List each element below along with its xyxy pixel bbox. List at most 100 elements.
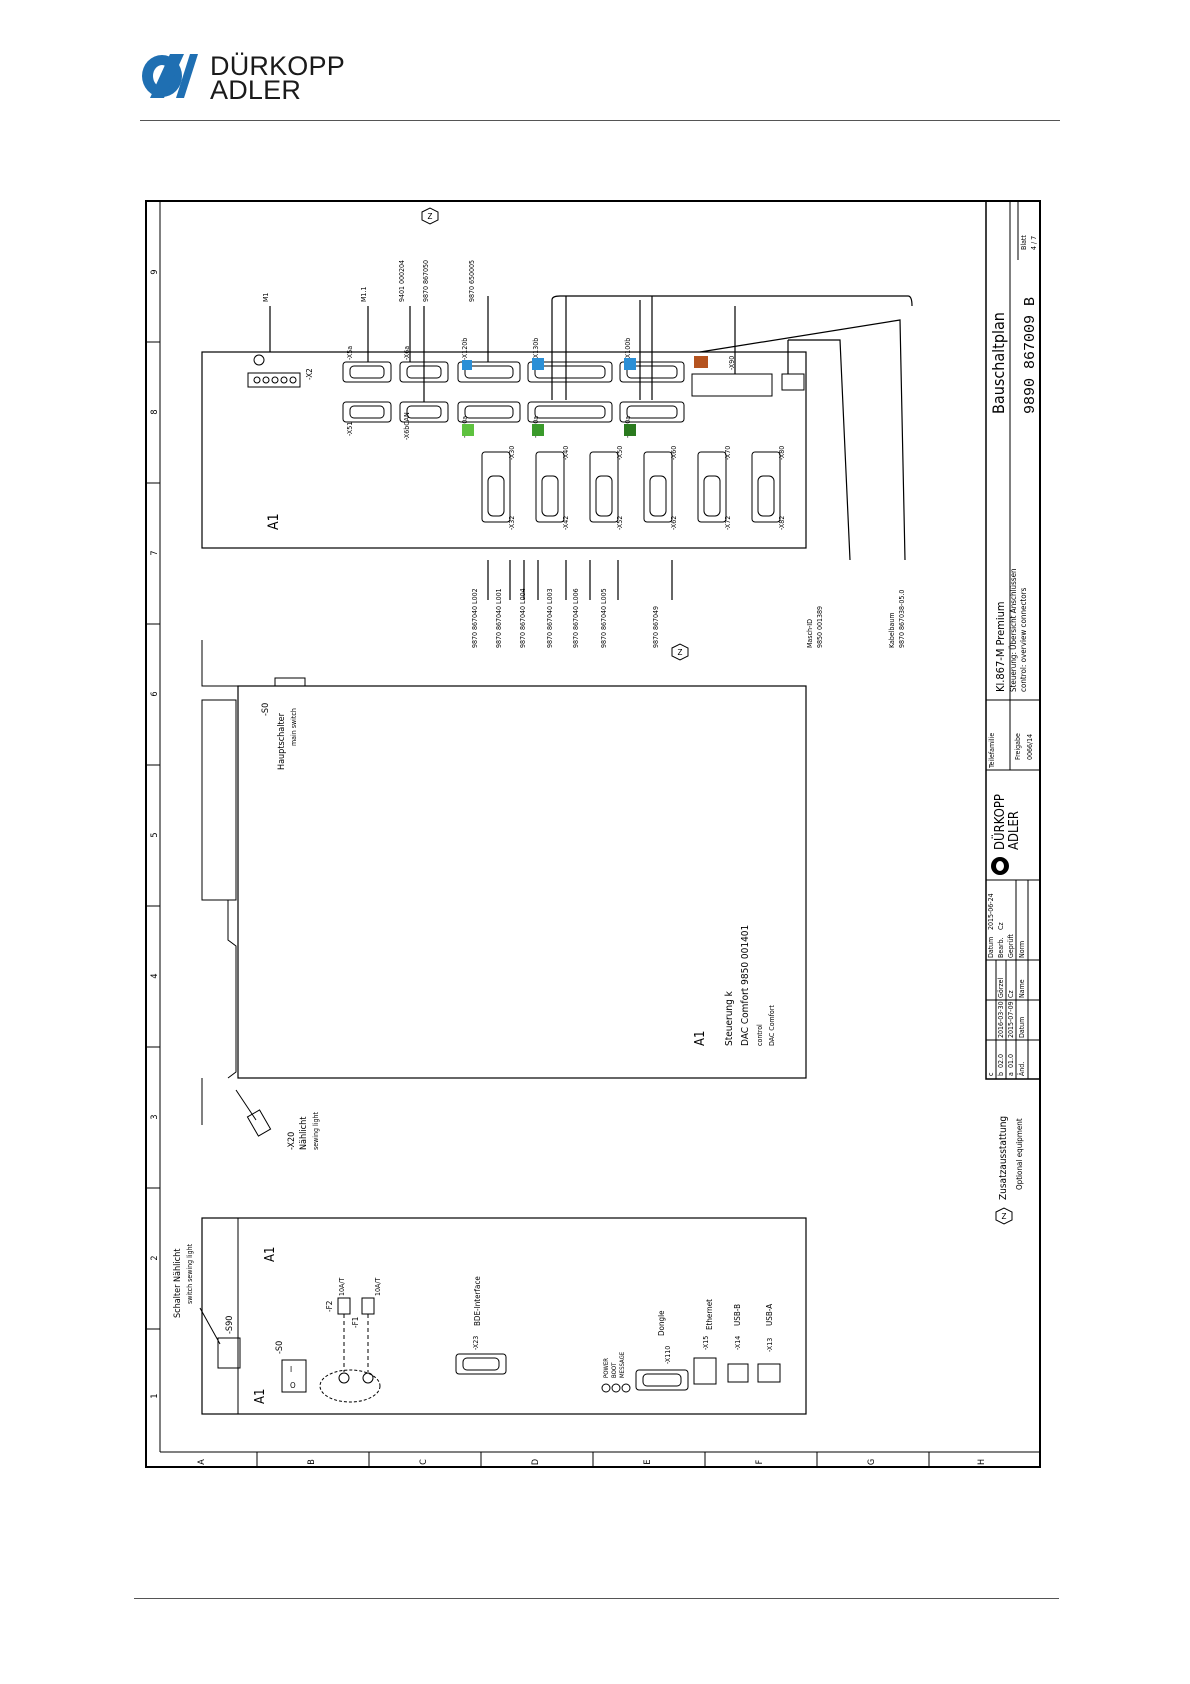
x23-ref: -X23 [472, 1336, 480, 1350]
tb-doc-type: Bauschaltplan [989, 312, 1008, 414]
duerkopp-adler-logo-icon [142, 54, 198, 98]
connector-x62: -X62 [670, 516, 678, 530]
x20-plug-icon [246, 1109, 272, 1137]
optional-mark-top: Z [421, 207, 439, 225]
connector-x70: -X70 [724, 446, 732, 460]
connector-x50: -X50 [616, 446, 624, 460]
connector-x6bcan: -X6bCAN [403, 412, 411, 440]
tb-blatt-no: 4 / 7 [1030, 236, 1038, 250]
row-label-g: G [867, 1459, 877, 1465]
connector-x60: -X60 [670, 446, 678, 460]
tb-freigabe: Freigabe [1014, 733, 1022, 760]
status-square-green [624, 424, 636, 436]
usb-a: USB-A [765, 1304, 774, 1326]
x20-ref: -X20 [287, 1132, 297, 1150]
control-title: Steuerung k [724, 990, 735, 1046]
control-en-2: DAC Comfort [768, 1005, 776, 1046]
page-header: DÜRKOPP ADLER [0, 0, 1190, 125]
connector-x30: -X30 [508, 446, 516, 460]
tb-subtitle-de: Steuerung: Übersicht Anschlüssen [1008, 568, 1018, 692]
board-a1-label: A1 [266, 513, 282, 530]
tb-brand-1: DÜRKOPP [991, 794, 1008, 850]
brand-name: DÜRKOPP ADLER [210, 53, 345, 104]
usb-a-port-icon [757, 1363, 781, 1383]
footer-rule [134, 1598, 1059, 1599]
x110-ref: -X110 [664, 1346, 672, 1364]
connector-x6a: -X6a [403, 346, 411, 360]
x13-ref: -X13 [766, 1338, 774, 1352]
tb-rev-a-name: Cz [1007, 990, 1015, 998]
top-cable-leads [269, 295, 913, 561]
power-a1-inner: A1 [263, 1247, 278, 1262]
ethernet: Ethernet [705, 1299, 714, 1330]
led-boot-icon [611, 1383, 621, 1393]
optional-equipment-legend: Z Zusatzausstattung Optional equipment [995, 1116, 1024, 1225]
led-message-icon [621, 1383, 631, 1393]
title-block [985, 200, 1041, 1080]
tb-val-bearb: Cz [997, 922, 1005, 930]
status-square-green [462, 424, 474, 436]
legend-en: Optional equipment [1015, 1118, 1024, 1190]
cable-l003: 9870 867040 L003 [546, 588, 554, 648]
x20-en: sewing light [312, 1111, 320, 1150]
kabelbaum-label: Kabelbaum [888, 613, 896, 648]
connector-x32: -X32 [508, 516, 516, 530]
connector-x90: -X90 [728, 356, 736, 370]
col-label-3: 3 [150, 1114, 160, 1119]
control-product: DAC Comfort 9850 001401 [740, 925, 751, 1046]
x20-de: Nählicht [299, 1117, 309, 1150]
tb-lbl-datum: Datum [987, 937, 995, 958]
dongle: Dongle [657, 1310, 666, 1336]
cable-m1: M1 [262, 293, 270, 302]
col-label-8: 8 [150, 409, 160, 414]
masch-id-label: Masch-ID [806, 619, 814, 648]
legend-mark: Z [1002, 1212, 1007, 1221]
status-square-green [532, 424, 544, 436]
tb-val-datum: 2015-06-24 [987, 893, 995, 930]
tb-subtitle-en: control: overview connectors [1019, 587, 1028, 692]
tb-hdr-datum: Datum [1018, 1017, 1026, 1038]
status-square-blue [624, 358, 636, 370]
s0-ref: -S0 [275, 1341, 285, 1354]
row-label-e: E [643, 1459, 653, 1464]
cable-l002: 9870 867040 L002 [471, 588, 479, 648]
col-label-6: 6 [150, 691, 160, 696]
fuse-f1: -F1 [351, 1317, 360, 1328]
s90-ref: -S90 [225, 1316, 235, 1334]
row-label-d: D [531, 1459, 541, 1465]
switch-s90-icon [217, 1337, 241, 1369]
connector-x130b: -X130b [532, 338, 540, 360]
status-square-orange [694, 356, 708, 368]
tb-lbl-norm: Norm [1018, 941, 1026, 958]
bde-interface: BDE-Interface [473, 1276, 482, 1326]
cable-l006: 9870 867040 L006 [572, 588, 580, 648]
row-label-h: H [977, 1459, 987, 1465]
col-label-1: 1 [150, 1393, 160, 1398]
tb-rev-b-ver: 02.0 [997, 1054, 1005, 1068]
bottom-cable-leads [487, 560, 673, 600]
s90-en: switch sewing light [186, 1243, 194, 1304]
col-label-7: 7 [150, 550, 160, 555]
status-square-blue [532, 358, 544, 370]
cable-l005: 9870 867040 L005 [600, 588, 608, 648]
svg-text:Z: Z [678, 648, 683, 657]
s90-de: Schalter Nählicht [173, 1249, 183, 1318]
column-grid [146, 341, 160, 1330]
cable-m1-1: M1.1 [360, 287, 368, 302]
fuse-f1-rating: 10A/T [374, 1278, 382, 1296]
connector-x100b: -X100b [624, 338, 632, 360]
control-connector-board: A1 -X2 -X5a -X6a -X120b -X [201, 338, 807, 549]
tb-rev-b-name: Görzel [997, 977, 1005, 998]
row-label-c: C [419, 1459, 429, 1465]
fuse-f2-icon [337, 1297, 351, 1315]
header-rule [140, 120, 1060, 121]
col-label-5: 5 [150, 832, 160, 837]
motor-icon [253, 354, 265, 366]
main-switch-ref: -S0 [261, 703, 271, 716]
switch-off: O [290, 1381, 296, 1390]
tb-rev-a-date: 2015-07-09 [1007, 1001, 1015, 1038]
drawing-frame [145, 200, 1041, 1468]
svg-text:Z: Z [428, 212, 433, 221]
control-en-1: control [756, 1024, 764, 1046]
